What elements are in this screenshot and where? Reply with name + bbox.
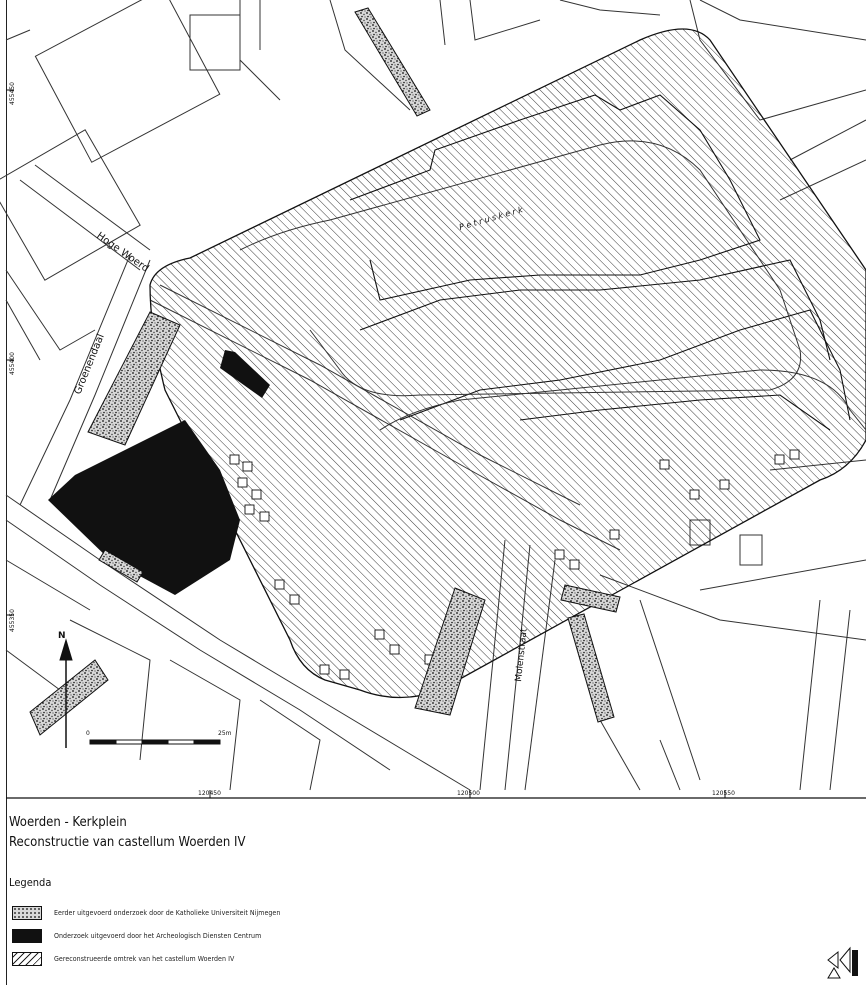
map-title: Woerden - Kerkplein [9, 815, 127, 830]
kun-trenches [29, 7, 621, 736]
grid-label-y-455350: 455350 [9, 609, 16, 632]
adc-excavations [48, 350, 270, 595]
petruskerk-outline [349, 94, 851, 431]
legend-heading: Legenda [9, 876, 52, 889]
grid-label-y-455400: 455400 [9, 352, 16, 375]
castellum-outline [149, 28, 866, 699]
legend-swatch-stipple [12, 906, 42, 920]
north-label: N [58, 631, 66, 641]
legend-swatch-hatch [12, 952, 42, 966]
grid-label-y-455450: 455450 [9, 82, 16, 105]
street-label-groenendaal: Groenendaal [73, 333, 107, 397]
street-label-hoge-woerd: Hoge Woerd [94, 230, 150, 274]
legend-text-kun: Eerder uitgevoerd onderzoek door de Kath… [54, 909, 281, 917]
small-buildings [229, 449, 800, 680]
scale-bar [89, 739, 221, 745]
grid-label-x-120500: 120500 [457, 790, 480, 797]
map-subtitle: Reconstructie van castellum Woerden IV [9, 835, 246, 850]
archaeology-map[interactable]: N 0 25m Hoge Woerd Groenendaal Molenstra… [0, 0, 866, 800]
scale-end: 25m [218, 730, 232, 737]
north-arrow [59, 638, 73, 748]
legend-item-adc: Onderzoek uitgevoerd door het Archeologi… [12, 928, 261, 944]
grid-label-x-120550: 120550 [712, 790, 735, 797]
scale-zero: 0 [86, 730, 90, 737]
inner-road [239, 140, 866, 431]
logo-icon [827, 946, 858, 979]
legend-text-castellum: Gereconstrueerde omtrek van het castellu… [54, 955, 235, 963]
legend-item-castellum: Gereconstrueerde omtrek van het castellu… [12, 951, 234, 967]
legend-text-adc: Onderzoek uitgevoerd door het Archeologi… [54, 932, 262, 940]
legend-swatch-black [12, 929, 42, 943]
grid-ticks [6, 89, 726, 798]
legend-item-kun: Eerder uitgevoerd onderzoek door de Kath… [12, 905, 280, 921]
